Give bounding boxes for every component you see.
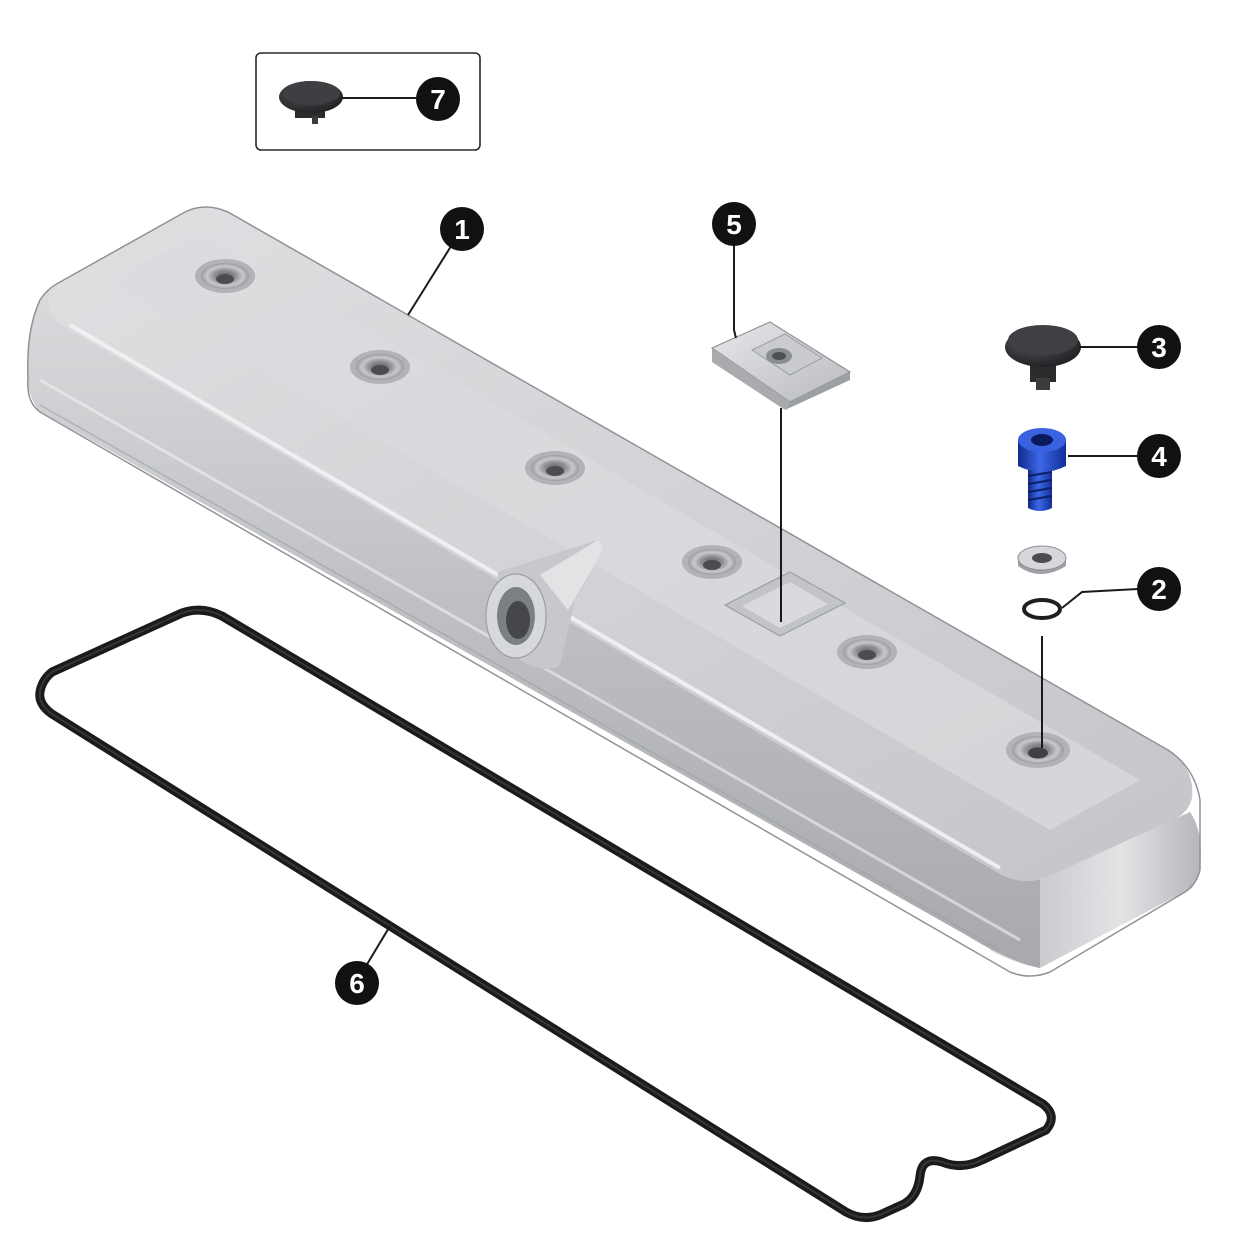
callout-label: 7 [430, 84, 446, 115]
callout-badge-1: 1 [440, 207, 484, 251]
callout-badge-3: 3 [1137, 325, 1181, 369]
bolt-hole [837, 635, 897, 669]
callout-label: 6 [349, 968, 365, 999]
bolt-hole [195, 259, 255, 293]
small-cap-plug-icon [279, 81, 343, 124]
callout-label: 3 [1151, 332, 1167, 363]
gasket-icon [35, 605, 1056, 1222]
bolt-hole [525, 451, 585, 485]
callout-badge-4: 4 [1137, 434, 1181, 478]
socket-bolt-icon [1018, 428, 1066, 511]
bolt-hole [350, 350, 410, 384]
sealing-washer-icon [1017, 545, 1067, 620]
breather-nozzle-icon [485, 540, 603, 669]
cap-plug-icon [1005, 325, 1081, 390]
inset-frame [255, 52, 481, 151]
bolt-hole [682, 545, 742, 579]
bolt-hole [1006, 732, 1070, 768]
callout-badge-2: 2 [1137, 567, 1181, 611]
callout-label: 5 [726, 209, 742, 240]
callout-label: 4 [1151, 441, 1167, 472]
valve-cover-icon [27, 206, 1201, 977]
callout-label: 1 [454, 214, 470, 245]
leader-lines [341, 97, 1139, 967]
callout-label: 2 [1151, 574, 1167, 605]
bracket-plate-icon [710, 321, 852, 410]
callout-badge-7: 7 [416, 77, 460, 121]
callout-badge-5: 5 [712, 202, 756, 246]
callout-badge-6: 6 [335, 961, 379, 1005]
